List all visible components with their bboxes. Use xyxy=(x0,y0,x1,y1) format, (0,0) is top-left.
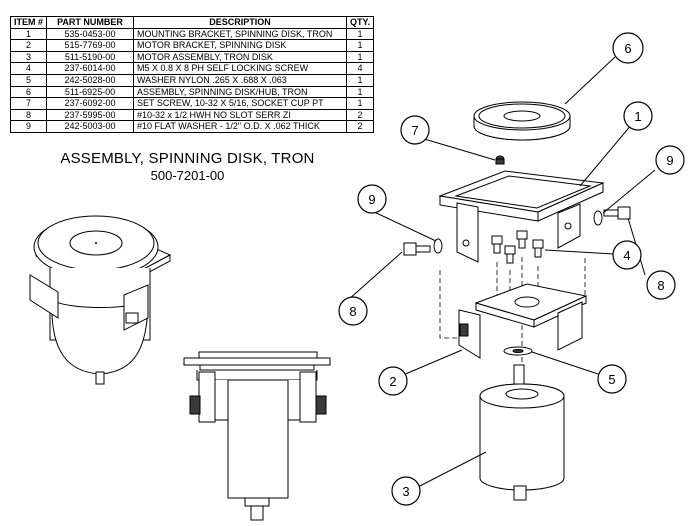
bom-cell-qty: 1 xyxy=(346,73,375,87)
drawing-number: 500-7201-00 xyxy=(150,168,225,183)
callout-6: 6 xyxy=(612,32,644,64)
bom-cell-part-number: 535-0453-00 xyxy=(46,27,135,41)
washer-and-bolt-hardware xyxy=(403,206,631,256)
callout-7: 7 xyxy=(400,115,430,145)
bom-cell-qty: 1 xyxy=(346,27,375,41)
callout-1-label: 1 xyxy=(634,109,641,124)
exploded-view xyxy=(403,101,631,501)
bom-cell-part-number: 511-5190-00 xyxy=(46,50,135,64)
front-assembled-view xyxy=(183,351,331,521)
callout-5-label: 5 xyxy=(608,372,615,387)
callout-8-right-label: 8 xyxy=(657,278,664,293)
motor-bracket-part xyxy=(458,283,588,359)
callout-9-left: 9 xyxy=(357,184,387,214)
bom-cell-item: 1 xyxy=(9,27,48,41)
callout-6-label: 6 xyxy=(624,41,631,56)
callout-4: 4 xyxy=(612,240,642,270)
set-screw-part xyxy=(495,155,505,165)
callout-3: 3 xyxy=(391,476,421,506)
callout-9-left-label: 9 xyxy=(368,192,375,207)
bom-cell-qty: 1 xyxy=(346,39,375,52)
bom-cell-qty: 2 xyxy=(346,120,375,133)
callout-8-right: 8 xyxy=(646,270,676,300)
bom-cell-qty: 1 xyxy=(346,50,375,64)
bom-cell-description: MOTOR ASSEMBLY, TRON DISK xyxy=(133,50,348,64)
bom-cell-description: MOUNTING BRACKET, SPINNING DISK, TRON xyxy=(133,27,348,41)
isometric-assembled-view xyxy=(29,215,172,385)
bom-cell-description: MOTOR BRACKET, SPINNING DISK xyxy=(133,39,348,52)
callout-4-label: 4 xyxy=(623,248,630,263)
callout-9-right: 9 xyxy=(655,145,685,175)
drawing-title: ASSEMBLY, SPINNING DISK, TRON xyxy=(60,150,315,167)
locking-screws-part xyxy=(491,230,544,264)
bom-cell-description: #10 FLAT WASHER - 1/2" O.D. X .062 THICK xyxy=(133,120,348,133)
callout-8-left-label: 8 xyxy=(349,304,356,319)
callout-8-left: 8 xyxy=(338,296,368,326)
bom-cell-item: 3 xyxy=(9,50,48,64)
bom-cell-item: 9 xyxy=(9,120,48,133)
mounting-bracket-part xyxy=(438,170,605,263)
callout-2: 2 xyxy=(378,366,408,396)
bom-header-row: ITEM # PART NUMBER DESCRIPTION QTY. xyxy=(9,16,375,29)
callout-7-label: 7 xyxy=(411,123,418,138)
bom-cell-item: 2 xyxy=(9,39,48,52)
callout-1: 1 xyxy=(623,101,653,131)
callout-5: 5 xyxy=(597,364,627,394)
callout-3-label: 3 xyxy=(402,484,409,499)
spinning-disk-part xyxy=(473,101,571,141)
motor-assembly-part xyxy=(479,364,565,501)
callout-2-label: 2 xyxy=(389,374,396,389)
callout-9-right-label: 9 xyxy=(666,153,673,168)
